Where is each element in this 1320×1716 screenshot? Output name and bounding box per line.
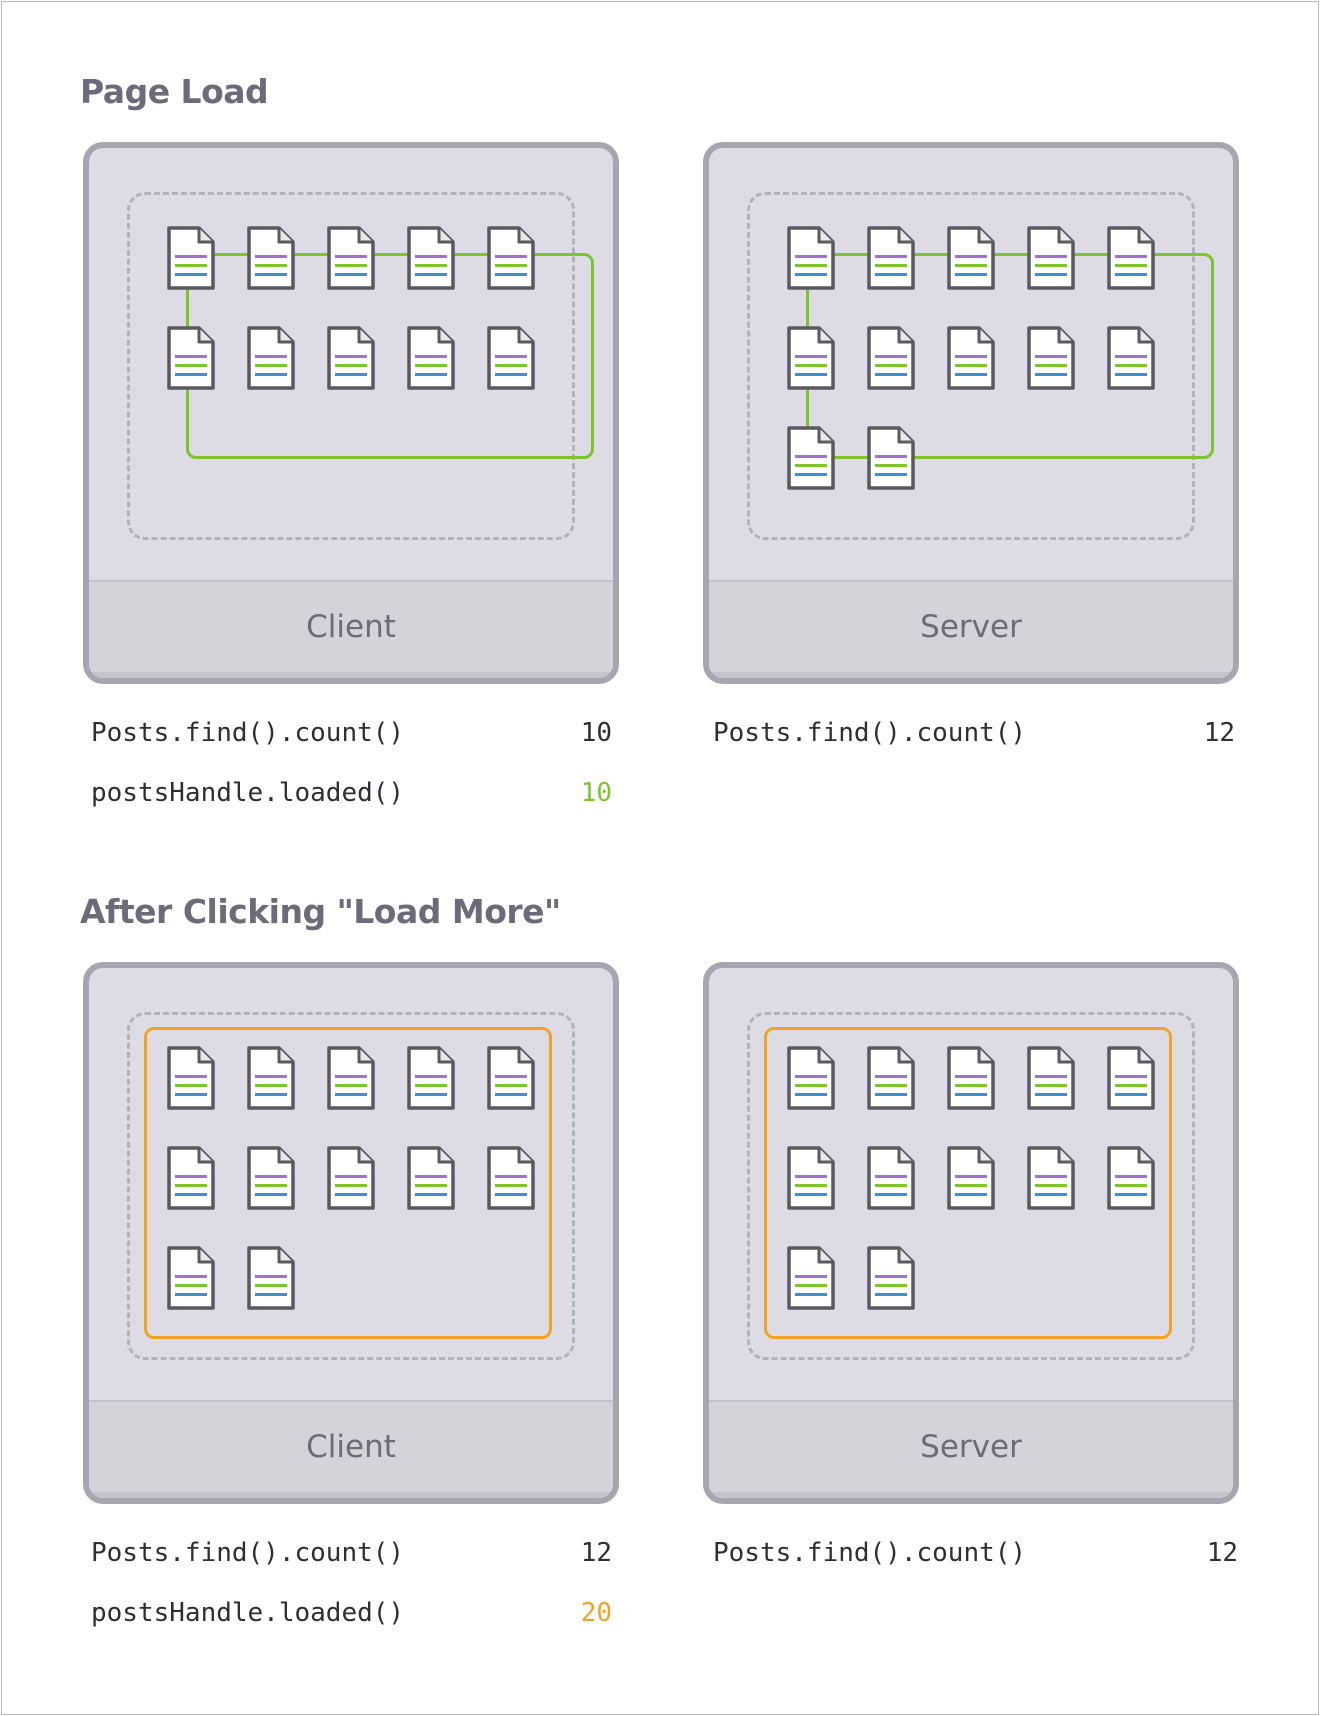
document-icon <box>865 224 917 292</box>
server-collection-boundary <box>747 1012 1195 1360</box>
document-icon <box>165 224 217 292</box>
document-icon <box>785 224 837 292</box>
document-icon <box>325 224 377 292</box>
document-icon <box>245 224 297 292</box>
document-icon <box>405 224 457 292</box>
document-icon <box>165 1144 217 1212</box>
document-icon <box>1025 224 1077 292</box>
document-icon <box>865 1244 917 1312</box>
document-icon <box>785 1244 837 1312</box>
document-icon <box>785 1044 837 1112</box>
document-icon <box>865 1044 917 1112</box>
subscription-box <box>144 1027 552 1339</box>
after-load-more-server-panel: Server <box>703 962 1239 1504</box>
stat-label-posts-count: Posts.find().count() <box>713 1538 1027 1568</box>
stat-value-handle-loaded: 20 <box>580 1598 612 1628</box>
document-icon <box>485 1044 537 1112</box>
server-label-bar: Server <box>709 1400 1233 1498</box>
document-icon <box>245 1244 297 1312</box>
document-icon <box>165 1244 217 1312</box>
stat-label-handle-loaded: postsHandle.loaded() <box>91 1598 405 1628</box>
page-load-client-panel: Client <box>83 142 619 684</box>
document-icon <box>485 224 537 292</box>
client-label: Client <box>306 609 396 645</box>
document-icon <box>785 1144 837 1212</box>
server-label: Server <box>920 1429 1022 1465</box>
server-label-bar: Server <box>709 580 1233 678</box>
server-label: Server <box>920 609 1022 645</box>
document-icon <box>325 324 377 392</box>
section-title-after-load-more: After Clicking "Load More" <box>80 892 561 931</box>
stat-label-posts-count: Posts.find().count() <box>713 718 1027 748</box>
document-icon <box>1105 224 1157 292</box>
document-icon <box>1025 1044 1077 1112</box>
document-icon <box>865 324 917 392</box>
document-icon <box>325 1144 377 1212</box>
document-icon <box>165 324 217 392</box>
subscription-box <box>764 1027 1172 1339</box>
stat-value-posts-count: 12 <box>580 1538 612 1568</box>
document-icon <box>405 324 457 392</box>
document-icon <box>1105 1044 1157 1112</box>
document-icon <box>1105 1144 1157 1212</box>
document-icon <box>945 1044 997 1112</box>
document-icon <box>785 324 837 392</box>
document-icon <box>245 1144 297 1212</box>
document-icon <box>865 1144 917 1212</box>
client-label: Client <box>306 1429 396 1465</box>
document-icon <box>785 424 837 492</box>
document-icon <box>1105 324 1157 392</box>
document-icon <box>1025 324 1077 392</box>
document-icon <box>485 324 537 392</box>
document-icon <box>865 424 917 492</box>
document-icon <box>485 1144 537 1212</box>
document-icon <box>1025 1144 1077 1212</box>
document-icon <box>245 324 297 392</box>
document-icon <box>945 1144 997 1212</box>
document-icon <box>405 1044 457 1112</box>
document-icon <box>945 224 997 292</box>
stat-label-posts-count: Posts.find().count() <box>91 1538 405 1568</box>
document-icon <box>405 1144 457 1212</box>
after-load-more-client-panel: Client <box>83 962 619 1504</box>
section-title-page-load: Page Load <box>80 72 269 111</box>
client-label-bar: Client <box>89 580 613 678</box>
client-collection-boundary <box>127 1012 575 1360</box>
document-icon <box>245 1044 297 1112</box>
stat-value-handle-loaded: 10 <box>580 778 612 808</box>
stat-label-handle-loaded: postsHandle.loaded() <box>91 778 405 808</box>
stat-value-posts-count: 12 <box>1203 718 1235 748</box>
document-icon <box>165 1044 217 1112</box>
stat-value-posts-count: 12 <box>1206 1538 1238 1568</box>
document-icon <box>945 324 997 392</box>
stat-value-posts-count: 10 <box>580 718 612 748</box>
document-icon <box>325 1044 377 1112</box>
stat-label-posts-count: Posts.find().count() <box>91 718 405 748</box>
client-label-bar: Client <box>89 1400 613 1498</box>
page-load-server-panel: Server <box>703 142 1239 684</box>
